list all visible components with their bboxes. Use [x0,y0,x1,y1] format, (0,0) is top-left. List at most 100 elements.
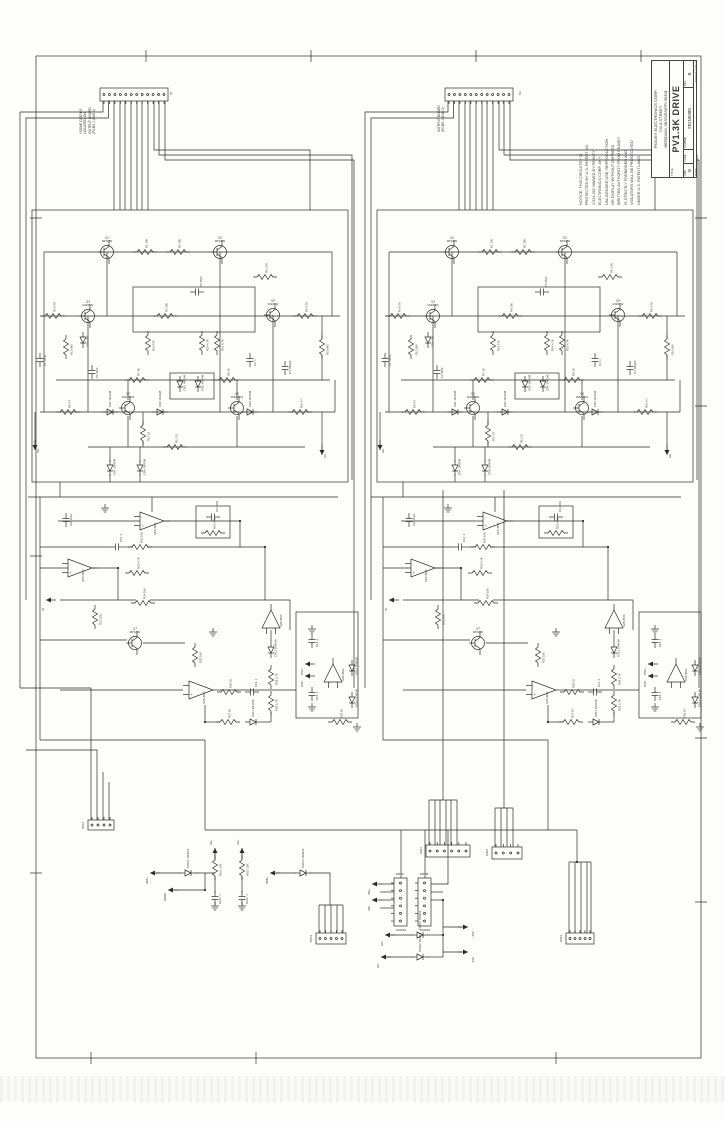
junction-dot [606,545,610,549]
part-label: C14 .1 [315,638,319,647]
part-label: R4 100 [165,303,169,312]
signal-arrow [305,661,310,667]
rail-arrow [664,450,670,455]
resistor [598,273,622,281]
transistor [429,310,436,315]
connector-pin [469,93,473,96]
transistor [561,253,568,258]
part-label: MPSA56 [102,239,113,243]
connector-pin [491,93,494,96]
diode [267,646,275,654]
part-label: CR13 1N4148 [355,657,359,675]
part-label: U1B 4560 [424,569,428,582]
part-label: CR11 1N4148 [594,699,598,717]
connector-pin [485,93,489,96]
connector-pin [583,937,587,940]
wire [19,101,104,688]
part-label: HV- [381,448,385,453]
resistor [125,376,149,384]
resistor [633,408,657,416]
part-label: CR7 1N4748 [458,458,462,475]
part-label: CR2 1N4148 [503,390,507,407]
part-label: C3 .1 [253,359,257,366]
connector-pin [324,937,327,940]
diode [451,464,459,472]
part-label: MJE15031 [576,395,589,399]
part-label: HV+ [209,839,213,845]
drawing-title: PV1.3K DRIVE [671,85,681,153]
wire [164,101,355,688]
resistor [407,335,415,359]
part-label: R6 1.5K [610,263,614,273]
part-label: C4 1000pF [288,360,292,374]
annotation: DRVA [396,872,404,876]
part-label: HV- [36,448,40,453]
resistor [267,665,275,689]
signal-arrow [389,597,394,603]
resistor [434,605,442,629]
diode [249,718,257,726]
opamp-sign: - [142,515,144,519]
part-label: MPSA56 [447,239,458,243]
resistor [139,421,147,445]
connector-pin [108,93,111,96]
transistor [103,246,110,251]
resistor [386,312,410,320]
wire [509,101,700,688]
part-label: Q4 [271,299,275,303]
diode [348,696,356,704]
rev-value: B [687,72,692,76]
part-label: R14 4.7K [551,339,555,351]
resistor [215,376,239,384]
connector-pin [399,896,402,900]
part-label: R10 4.7 [300,398,304,408]
opamp [482,511,508,531]
part-label: R3 4.7K [398,302,402,312]
part-label: CR1 1N4148 [453,390,457,407]
part-label: R29 2.7K [618,699,622,711]
part-label: R31 22K [99,614,103,625]
diode [106,464,114,472]
part-label: CR3 1N4148 [248,390,252,407]
connector-pin [90,823,94,827]
rail-arrow [239,848,245,853]
resistor [468,569,492,577]
connector-pin [423,912,426,915]
part-label: CR1 1N4148 [108,390,112,407]
connector-note-line: (PCBS 1 AND 2) [441,106,446,132]
part-label: MJE5332 [83,303,95,307]
part-label: SIG+ [367,888,371,895]
transistor [131,644,138,649]
resistor [267,691,275,715]
opamp-sign: - [413,562,415,566]
junction-dot [263,545,267,549]
drawing-border [35,55,702,1059]
part-label: DSP+ [643,667,647,675]
junction-dot [459,566,463,570]
part-label: MPSA56 [215,239,226,243]
connector-pin [340,937,344,940]
transistor [233,402,240,407]
part-label: C12 .1 [462,533,466,542]
part-label: U2A 4560 [202,691,206,704]
diode [194,380,202,388]
transistor [84,317,91,322]
junction-dot [441,933,445,937]
company-city: MERIDIAN, MISSISSIPPI 39301 [663,90,668,148]
part-label: U1A 4560 [153,522,157,535]
resistor [511,248,535,256]
title-block: PEAVEY ELECTRONICS CORP. 711 A STREET ME… [651,60,698,178]
connector-pin [102,823,106,827]
size-row: SIZE B CODE NUMBER #81N0380 REV B [684,61,694,177]
opamp-sign: + [413,571,415,575]
part-label: CR3 1N4148 [593,390,597,407]
part-label: CR7 1N4748 [113,458,117,475]
part-label: C5 47pF [199,276,203,287]
resistor [131,599,155,607]
block-outline [376,209,694,483]
resistor [610,691,618,715]
code-label: CODE [684,154,687,163]
part-label: C5 47pF [544,276,548,287]
resistor [671,718,695,726]
part-label: R1 10K [490,239,494,248]
